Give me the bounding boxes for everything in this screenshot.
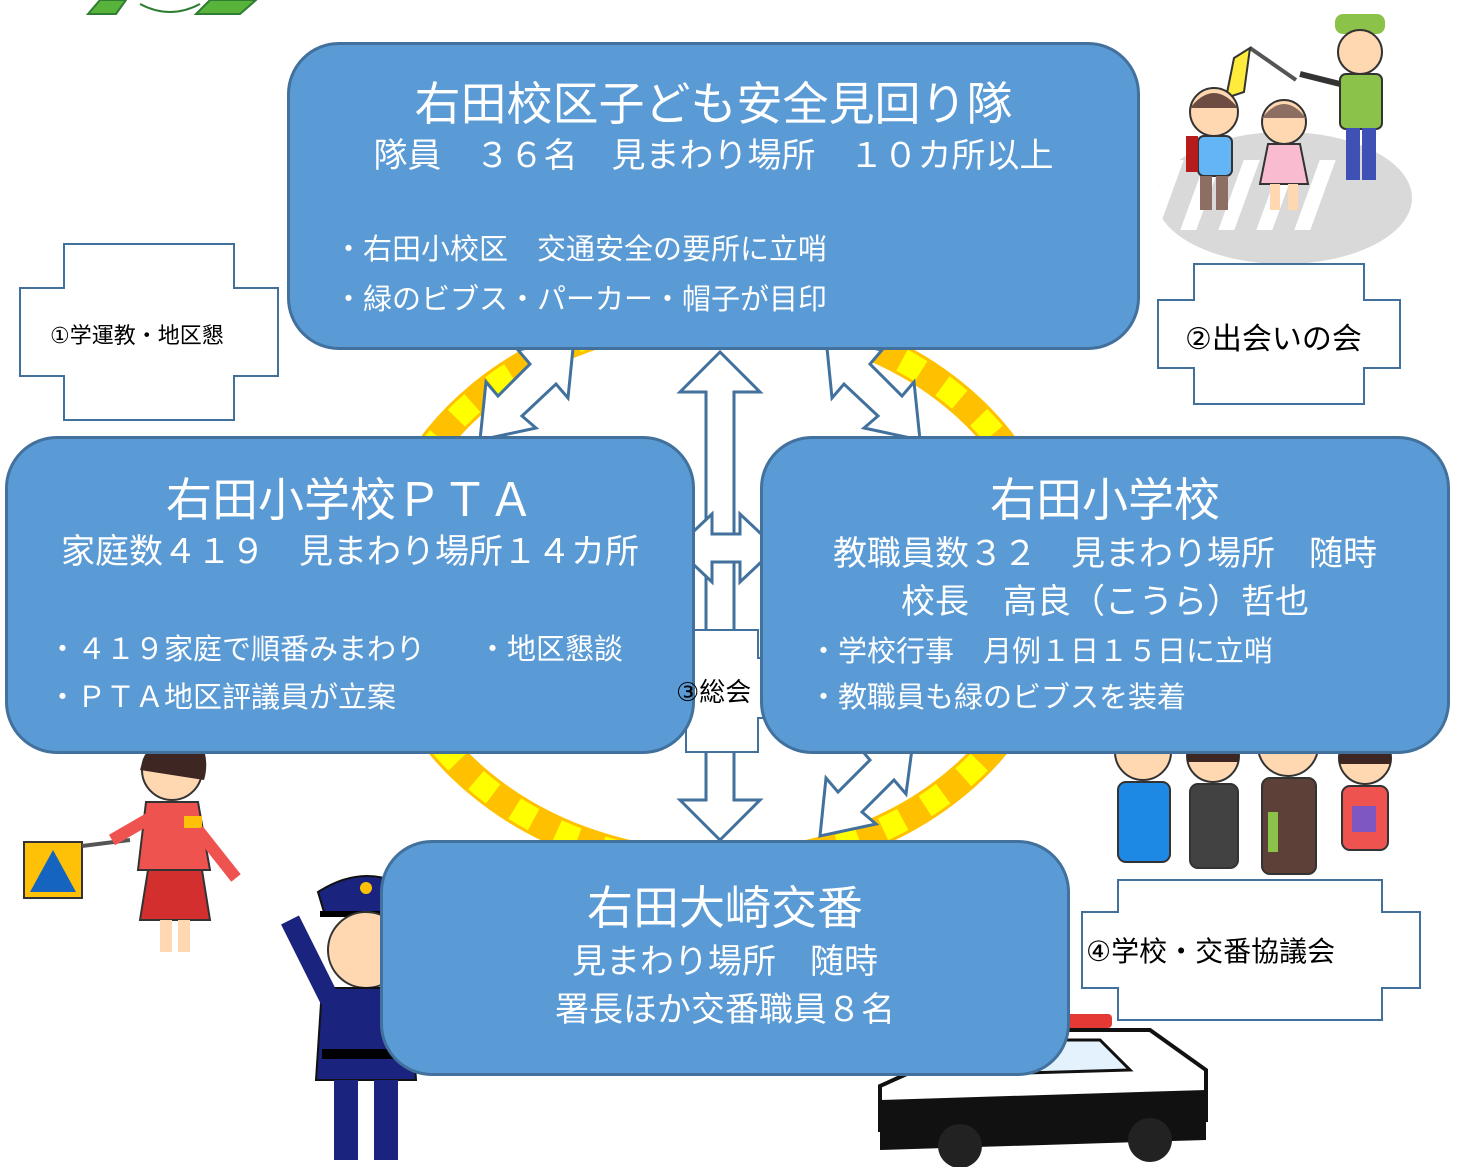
koban-line-2: 署長ほか交番職員８名 [555,990,895,1030]
school-box: 右田小学校 教職員数３２ 見まわり場所 随時 校長 高良（こうら）哲也 ・学校行… [760,436,1450,754]
school-bullet-1: ・学校行事 月例１日１５日に立哨 [809,634,1274,668]
school-title: 右田小学校 [990,473,1220,527]
meeting-2-label: ②出会いの会 [1185,322,1362,357]
pta-bullet-1: ・４１９家庭で順番みまわり [48,632,426,666]
pta-subtitle: 家庭数４１９ 見まわり場所１４カ所 [61,532,639,572]
patrol-team-box: 右田校区子ども安全見回り隊 隊員 ３６名 見まわり場所 １０カ所以上 ・右田小校… [287,42,1140,350]
meeting-4-shape [1081,879,1421,1021]
arrow-school-koban [818,732,916,838]
meeting-1-shape [19,243,279,421]
koban-box: 右田大崎交番 見まわり場所 随時 署長ほか交番職員８名 [380,840,1070,1076]
crossing-guard-children-icon [1104,14,1412,264]
school-principal: 校長 高良（こうら）哲也 [901,582,1309,622]
meeting-2-shape [1157,263,1401,405]
pta-bullet-3: ・ＰＴＡ地区評議員が立案 [48,680,397,714]
pta-mother-flag-icon [23,738,241,952]
patrol-bullet-1: ・右田小校区 交通安全の要所に立哨 [334,232,828,266]
meeting-4-label: ④学校・交番協議会 [1086,935,1336,968]
patrol-subtitle: 隊員 ３６名 見まわり場所 １０カ所以上 [373,136,1054,176]
meeting-1-label: ①学運教・地区懇 [50,324,224,349]
meeting-3-label: ③総会 [676,678,752,708]
school-bullet-2: ・教職員も緑のビブスを装着 [809,680,1187,714]
pta-bullet-2: ・地区懇談 [478,632,624,666]
koban-line-1: 見まわり場所 随時 [572,942,878,982]
koban-title: 右田大崎交番 [587,881,863,935]
pta-box: 右田小学校ＰＴＡ 家庭数４１９ 見まわり場所１４カ所 ・４１９家庭で順番みまわり… [5,436,695,754]
school-subtitle: 教職員数３２ 見まわり場所 随時 [833,534,1377,574]
tree-icon [85,0,258,15]
pta-title: 右田小学校ＰＴＡ [166,473,534,527]
patrol-bullet-2: ・緑のビブス・パーカー・帽子が目印 [334,282,828,316]
patrol-title: 右田校区子ども安全見回り隊 [414,77,1013,131]
